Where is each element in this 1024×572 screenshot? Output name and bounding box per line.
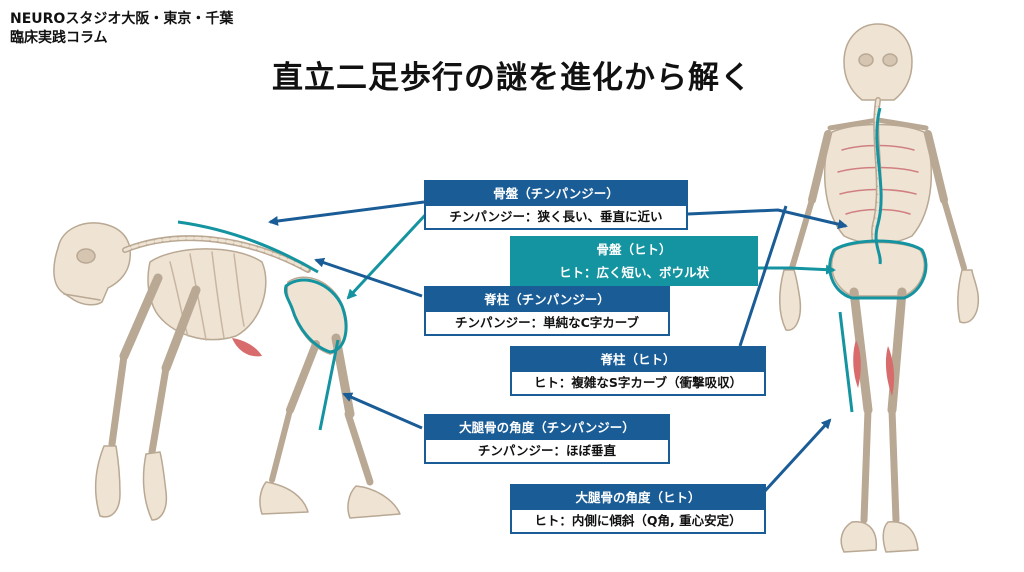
arrow-femur-human xyxy=(762,418,832,494)
label-pelvis-chimp: 骨盤（チンパンジー） チンパンジー：狭く長い、垂直に近い xyxy=(424,180,688,230)
human-femur-highlight xyxy=(838,311,854,413)
label-spine-human: 脊柱（ヒト） ヒト：複雑なS字カーブ（衝撃吸収） xyxy=(510,346,766,396)
label-pelvis-human-title: 骨盤（ヒト） xyxy=(512,238,756,262)
arrow-spine-human xyxy=(738,205,788,347)
label-pelvis-human-text: ヒト：広く短い、ボウル状 xyxy=(558,265,709,280)
label-spine-chimp-title: 脊柱（チンパンジー） xyxy=(426,288,668,312)
chimp-skeleton-icon xyxy=(53,222,401,521)
human-skeleton-icon xyxy=(779,23,980,553)
chimp-spine-highlight xyxy=(177,220,319,274)
label-spine-human-text: ヒト：複雑なS字カーブ（衝撃吸収） xyxy=(533,375,743,390)
brand-header: NEUROスタジオ大阪・東京・千葉 臨床実践コラム xyxy=(10,10,233,48)
brand-line-1: NEUROスタジオ大阪・東京・千葉 xyxy=(10,11,234,27)
label-spine-chimp-text: チンパンジー：単純なC字カーブ xyxy=(454,315,640,330)
chimp-femur-highlight xyxy=(318,339,340,431)
page-title: 直立二足歩行の謎を進化から解く xyxy=(272,60,752,96)
human-pelvis-highlight xyxy=(828,239,928,300)
arrow-femur-chimp xyxy=(342,392,423,430)
arrow-spine-chimp xyxy=(314,257,423,298)
human-spine-highlight xyxy=(874,107,883,265)
label-femur-chimp-text: チンパンジー：ほぼ垂直 xyxy=(477,443,617,458)
label-femur-chimp: 大腿骨の角度（チンパンジー） チンパンジー：ほぼ垂直 xyxy=(424,414,670,464)
label-spine-human-title: 脊柱（ヒト） xyxy=(512,348,764,372)
arrow-pelvis-chimp-to-human xyxy=(687,208,848,230)
label-spine-chimp: 脊柱（チンパンジー） チンパンジー：単純なC字カーブ xyxy=(424,286,670,336)
arrow-pelvis-chimp-spine xyxy=(268,200,425,226)
arrow-pelvis-human xyxy=(758,264,836,275)
chimp-pelvis-highlight xyxy=(284,278,348,354)
label-pelvis-chimp-text: チンパンジー：狭く長い、垂直に近い xyxy=(449,209,663,224)
label-femur-chimp-title: 大腿骨の角度（チンパンジー） xyxy=(426,416,668,440)
label-femur-human: 大腿骨の角度（ヒト） ヒト：内側に傾斜（Q角, 重心安定） xyxy=(510,484,766,534)
label-femur-human-text: ヒト：内側に傾斜（Q角, 重心安定） xyxy=(534,513,742,528)
arrow-pelvis-chimp-pelvis xyxy=(346,210,430,300)
label-pelvis-chimp-title: 骨盤（チンパンジー） xyxy=(426,182,686,206)
label-pelvis-human: 骨盤（ヒト） ヒト：広く短い、ボウル状 xyxy=(510,236,758,286)
brand-line-2: 臨床実践コラム xyxy=(10,30,108,46)
label-femur-human-title: 大腿骨の角度（ヒト） xyxy=(512,486,764,510)
